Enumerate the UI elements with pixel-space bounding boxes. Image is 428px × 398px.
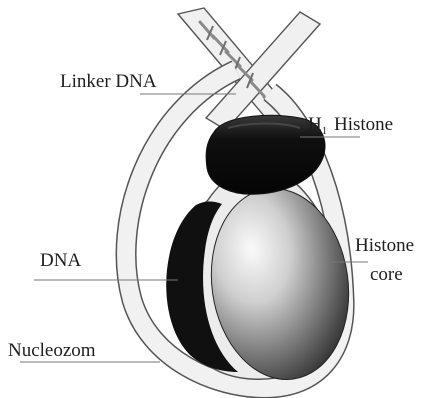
label-histone-core-line2: core [370,265,403,284]
label-dna: DNA [40,251,81,270]
label-h1-prefix: H [308,114,322,135]
label-nucleosome: Nucleozom [8,341,96,360]
label-h1-histone: H1 Histone [308,115,393,137]
label-linker-dna: Linker DNA [60,72,157,91]
label-h1-suffix: Histone [329,114,393,135]
label-histone-core-line1: Histone [355,236,414,255]
label-h1-subscript: 1 [322,125,328,137]
